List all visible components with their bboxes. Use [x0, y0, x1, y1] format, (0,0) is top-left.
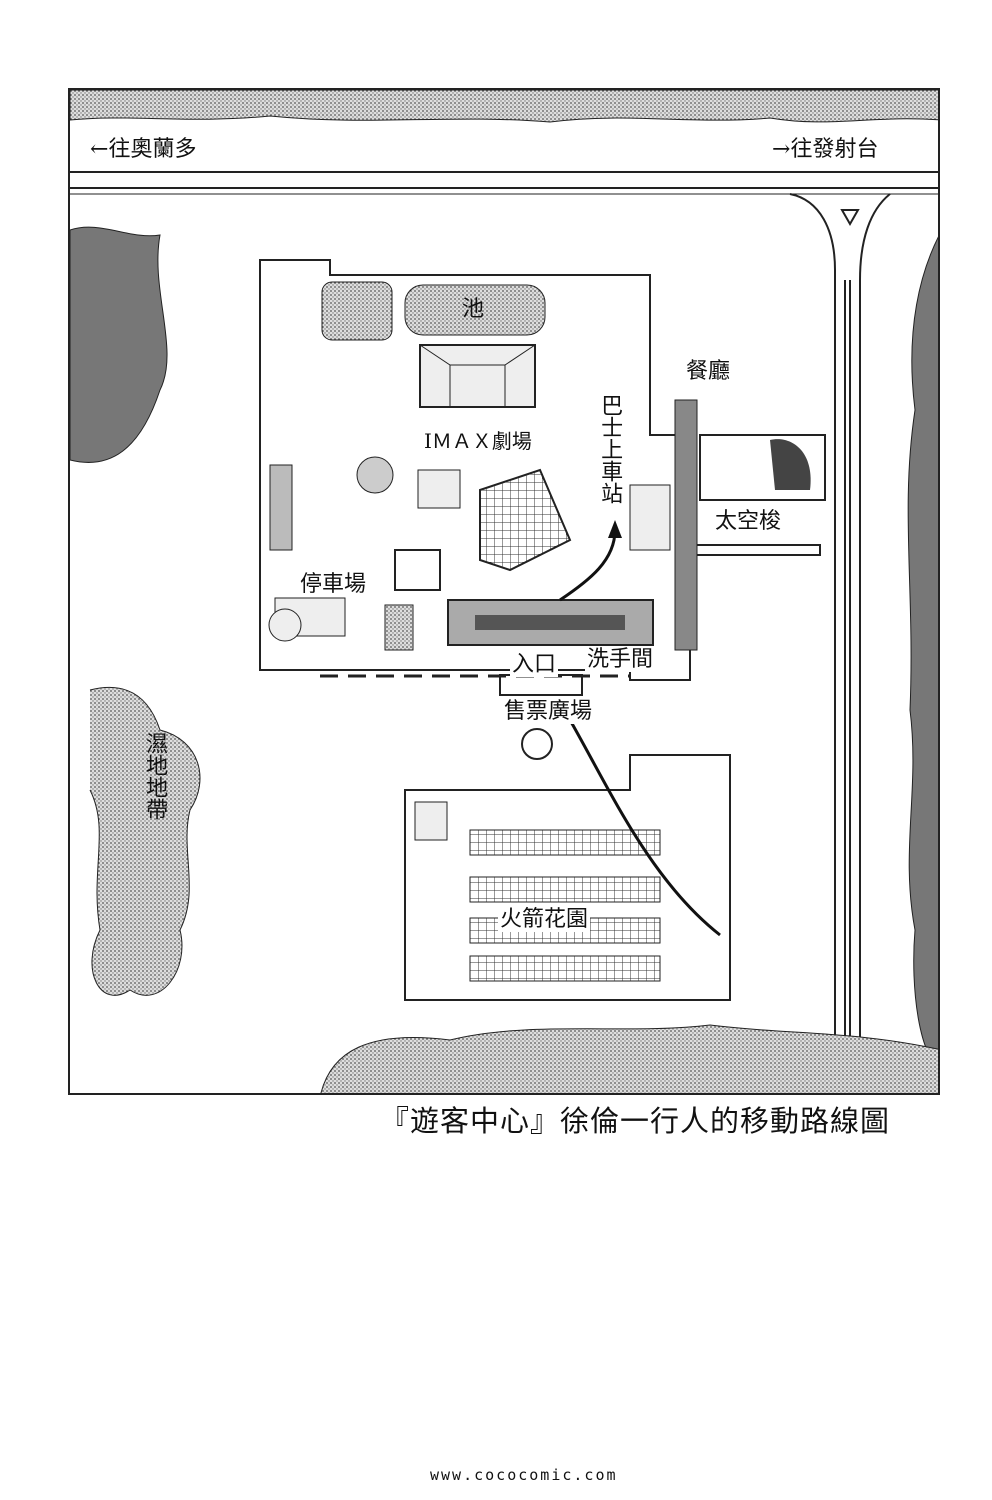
direction-launch-pad-text: 往發射台	[790, 137, 879, 162]
label-space-shuttle: 太空梭	[713, 509, 784, 534]
label-imax: IＭＡＸ劇場	[422, 429, 534, 453]
route-line-to-garden	[568, 719, 721, 937]
label-restroom: 洗手間	[585, 647, 656, 672]
footer-watermark: www.cococomic.com	[430, 1466, 618, 1484]
arrow-right-icon: →	[772, 137, 791, 162]
rocket-garden-area	[404, 754, 731, 1001]
top-forest	[70, 90, 938, 123]
wetland	[89, 686, 201, 996]
imax-building	[419, 344, 536, 408]
visitor-center-area	[259, 259, 821, 681]
direction-orlando: ←往奧蘭多	[88, 137, 199, 162]
grid-building	[479, 468, 572, 572]
label-entrance: 入口	[510, 652, 559, 677]
label-restaurant: 餐廳	[684, 359, 733, 384]
map-caption: 『遊客中心』徐倫一行人的移動路線圖	[380, 1104, 891, 1138]
label-ticket-plaza: 售票廣場	[502, 699, 595, 724]
direction-orlando-text: 往奧蘭多	[108, 137, 197, 162]
pond	[404, 284, 546, 336]
left-forest	[70, 226, 168, 463]
label-parking: 停車場	[298, 572, 369, 597]
label-wetland: 濕地地帶	[142, 732, 168, 820]
arrow-left-icon: ←	[90, 137, 109, 162]
direction-launch-pad: →往發射台	[770, 137, 881, 162]
bottom-forest	[320, 1024, 938, 1093]
route-arrow-to-bus	[559, 529, 617, 602]
visitor-center-map: ←往奧蘭多 →往發射台 池 餐廳 巴士上車站 IＭＡＸ劇場 太空梭 停車場 入口…	[68, 88, 940, 1095]
map-drawing	[70, 90, 938, 1093]
label-pond: 池	[462, 297, 485, 322]
right-forest	[907, 236, 938, 1068]
bus-station	[674, 399, 698, 651]
label-bus-stop: 巴士上車站	[597, 392, 623, 506]
label-rocket-garden: 火箭花園	[498, 907, 591, 932]
